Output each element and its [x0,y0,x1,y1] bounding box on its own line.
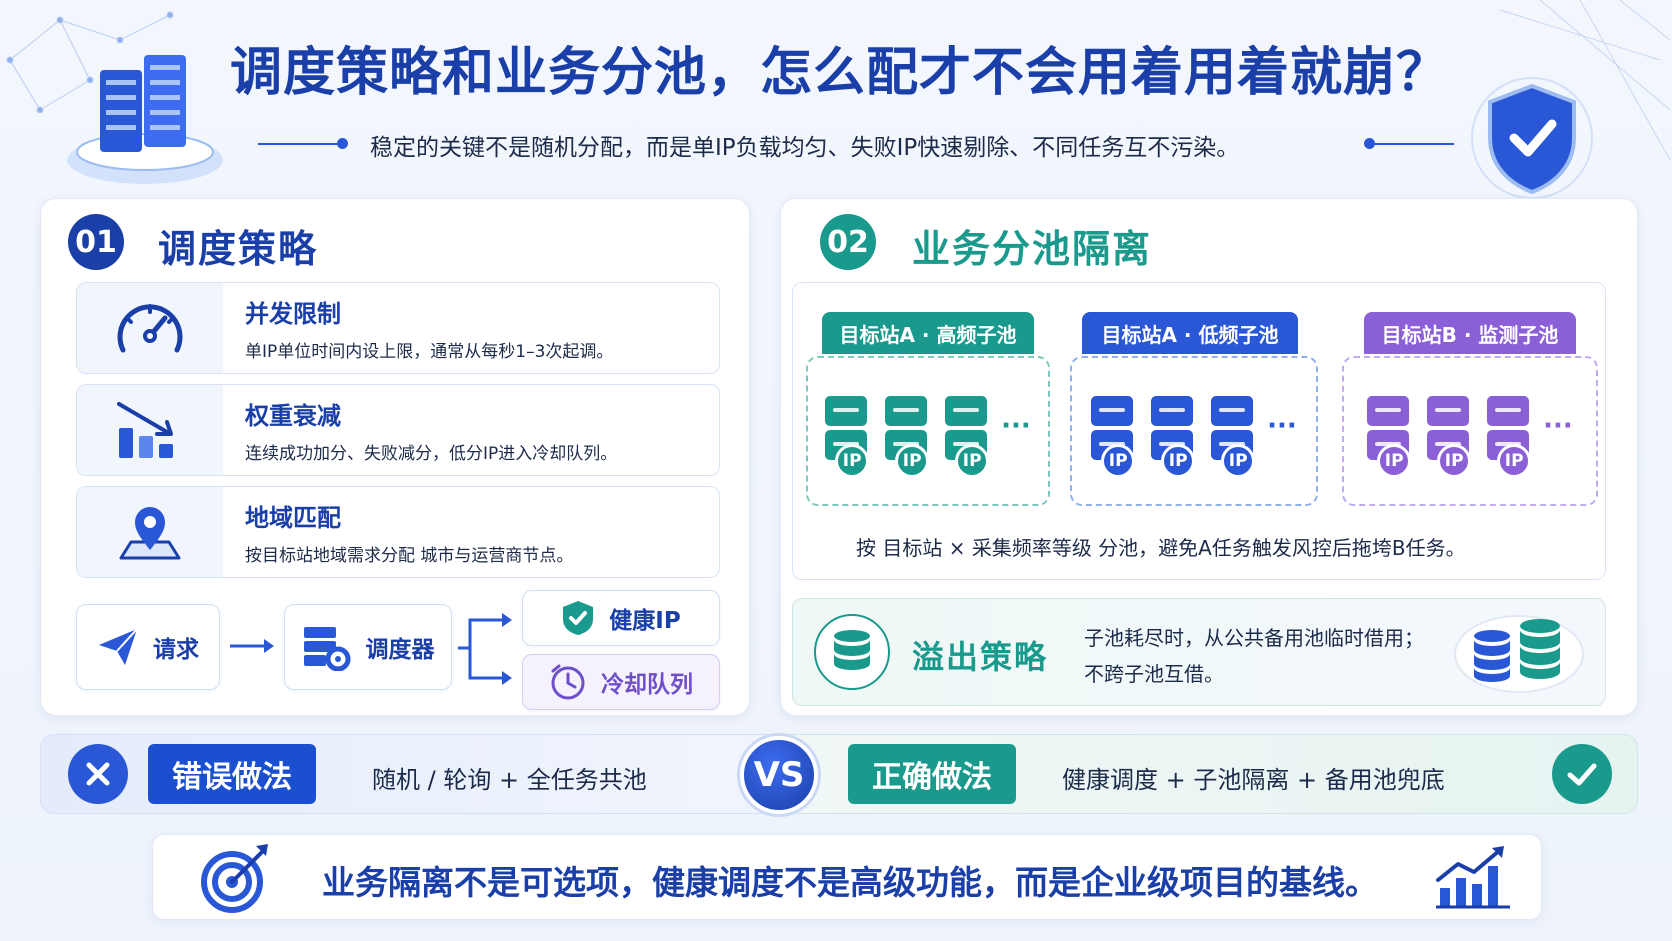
overflow-line-1: 子池耗尽时，从公共备用池临时借用； [1084,626,1424,650]
strategy-item-weight-decay: 权重衰减 连续成功加分、失败减分，低分IP进入冷却队列。 [76,384,720,476]
server-icon: IP [1211,396,1256,478]
footer-text: 业务隔离不是可选项，健康调度不是高级功能，而是企业级项目的基线。 [322,863,1378,902]
subtitle-dot-left [337,138,348,149]
strategy-item-geo-match: 地域匹配 按目标站地域需求分配 城市与运营商节点。 [76,486,720,578]
item-desc: 连续成功加分、失败减分，低分IP进入冷却队列。 [245,444,618,464]
target-icon [201,844,268,913]
strategy-title: 调度策略 [158,227,319,271]
wrong-approach-text: 随机 / 轮询 + 全任务共池 [372,766,647,794]
item-title: 地域匹配 [245,504,341,532]
pool-tag-a-high: 目标站A · 高频子池 [822,312,1034,354]
item-title: 权重衰减 [245,402,341,430]
flow-request: 请求 [76,604,220,690]
pool-b-monitor: IP IP IP ··· [1342,356,1598,506]
overflow-title: 溢出策略 [912,638,1049,676]
pool-a-low: IP IP IP ··· [1070,356,1318,506]
page-subtitle: 稳定的关键不是随机分配，而是单IP负载均匀、失败IP快速剔除、不同任务互不污染。 [370,135,1240,161]
pool-tag-a-low: 目标站A · 低频子池 [1082,312,1298,354]
subtitle-line-left [258,143,338,145]
gauge-icon [77,283,223,373]
wrong-x-icon [68,744,128,804]
ip-badge: IP [955,444,990,478]
more-dots: ··· [1267,411,1297,441]
ip-badge: IP [1161,444,1196,478]
location-pin-icon [77,487,223,577]
server-icon: IP [1487,396,1532,478]
flow-scheduler: 调度器 [284,604,452,690]
decline-chart-icon [77,385,223,475]
shield-check-icon [1471,77,1593,199]
flow-scheduler-label: 调度器 [365,637,435,663]
right-check-icon [1552,744,1612,804]
server-icon: IP [885,396,930,478]
ip-badge: IP [835,444,870,478]
pool-a-high: IP IP IP ··· [806,356,1050,506]
item-desc: 单IP单位时间内设上限，通常从每秒1–3次起调。 [245,342,614,362]
growth-chart-icon [1436,846,1510,909]
shield-check-icon [563,601,594,635]
pool-tag-b-monitor: 目标站B · 监测子池 [1364,312,1576,354]
server-icon: IP [1091,396,1136,478]
ip-badge: IP [1377,444,1412,478]
branch-arrow-icon [458,613,512,685]
wrong-approach-label: 错误做法 [148,744,316,804]
item-title: 并发限制 [245,300,341,328]
flow-request-label: 请求 [153,637,199,663]
server-icon: IP [1151,396,1196,478]
overflow-line-2: 不跨子池互借。 [1084,662,1224,686]
flow-cooling-label: 冷却队列 [601,672,693,698]
ip-badge: IP [1101,444,1136,478]
vs-badge: VS [740,736,818,814]
strategy-item-concurrency: 并发限制 单IP单位时间内设上限，通常从每秒1–3次起调。 [76,282,720,374]
ip-badge: IP [1497,444,1532,478]
send-plane-icon [99,628,138,665]
ip-badge: IP [1221,444,1256,478]
ip-badge: IP [1437,444,1472,478]
clock-icon [551,664,585,700]
more-dots: ··· [1001,411,1031,441]
database-icon [814,614,890,690]
right-approach-text: 健康调度 + 子池隔离 + 备用池兜底 [1062,766,1445,794]
database-stack-icon [1454,615,1584,693]
server-icon: IP [1427,396,1472,478]
more-dots: ··· [1543,411,1573,441]
footer-banner [152,834,1542,920]
pools-title: 业务分池隔离 [912,227,1153,271]
page-title: 调度策略和业务分池，怎么配才不会用着用着就崩？ [230,43,1450,103]
flow-cooling-queue: 冷却队列 [522,654,720,710]
network-decoration-left [6,11,174,114]
strategy-number-badge: 01 [68,214,124,270]
server-stack-icon [67,55,223,184]
ip-badge: IP [895,444,930,478]
flow-healthy-label: 健康IP [609,608,681,634]
server-icon: IP [825,396,870,478]
network-decoration-right [1499,0,1671,161]
pools-number-badge: 02 [820,214,876,270]
subtitle-line-right [1374,143,1454,145]
subtitle-dot-right [1364,138,1375,149]
flow-healthy-ip: 健康IP [522,590,720,646]
item-desc: 按目标站地域需求分配 城市与运营商节点。 [245,546,574,566]
right-approach-label: 正确做法 [848,744,1016,804]
server-icon: IP [945,396,990,478]
server-icon: IP [1367,396,1412,478]
arrow-right-icon [230,639,274,653]
pools-note: 按 目标站 × 采集频率等级 分池，避免A任务触发风控后拖垮B任务。 [856,536,1466,560]
server-gear-icon [303,627,350,671]
